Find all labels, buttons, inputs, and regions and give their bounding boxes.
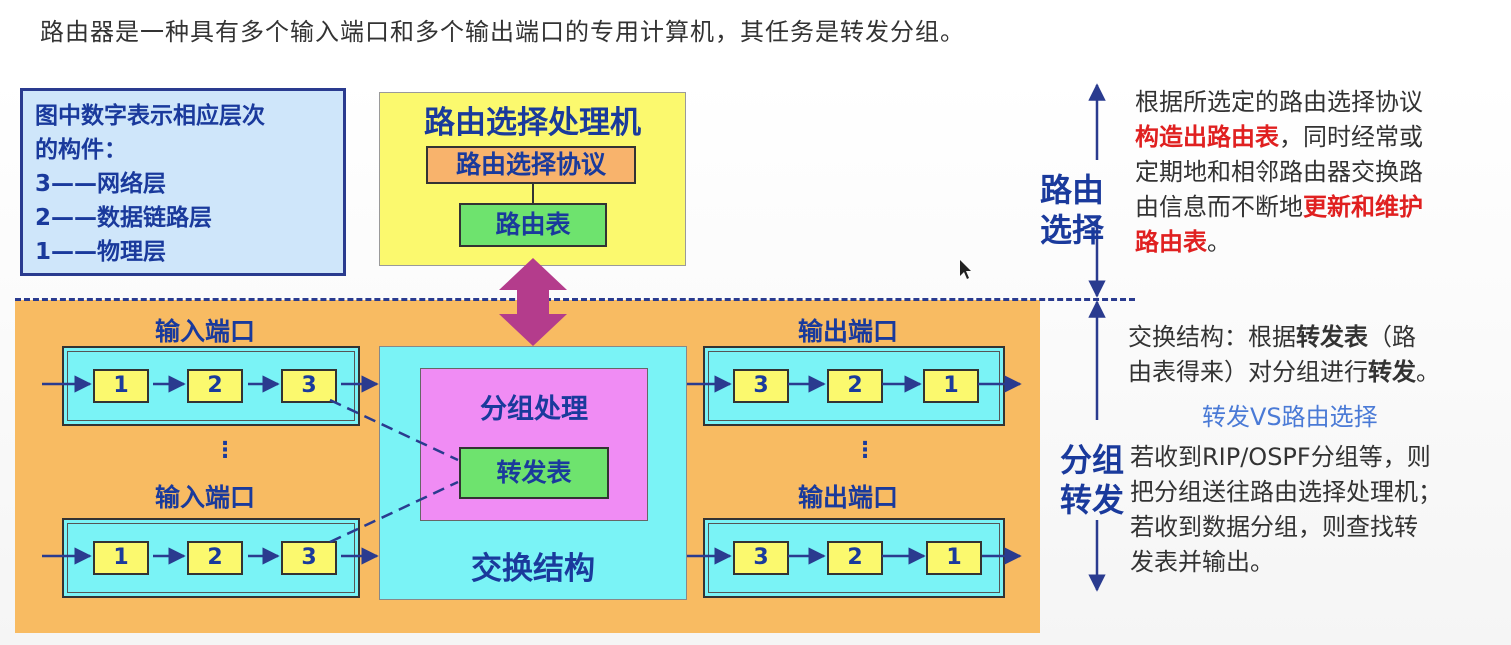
layer-box: 2 (187, 369, 243, 403)
desc-line: 定期地和相邻路由器交换路 (1135, 158, 1423, 186)
desc-text: 由信息而不断地 (1135, 193, 1303, 221)
connector-line (532, 184, 534, 203)
desc-line: 构造出路由表，同时经常或 (1135, 120, 1505, 155)
desc-text: ，同时经常或 (1279, 123, 1423, 151)
desc-line: 由表得来）对分组进行转发。 (1128, 355, 1506, 390)
plane-divider (15, 298, 1135, 301)
desc-line: 由信息而不断地更新和维护 (1135, 190, 1505, 225)
layer-box: 2 (187, 541, 243, 575)
legend-item: 3——网络层 (35, 171, 167, 197)
lookup-dashes (329, 398, 459, 544)
forwarding-label: 分组 转发 (1052, 440, 1132, 520)
layer-box: 1 (923, 369, 979, 403)
flow-arrows (42, 375, 1022, 565)
desc-line: 发表并输出。 (1130, 548, 1274, 576)
desc-text: 。 (1416, 358, 1440, 386)
desc-line: 若收到RIP/OSPF分组等，则 (1130, 443, 1431, 471)
bold-text: 转发表 (1296, 323, 1368, 351)
desc-text: （路 (1368, 323, 1416, 351)
routing-table-box: 路由表 (459, 203, 607, 247)
input-port-label: 输入端口 (155, 483, 256, 512)
layer-box: 1 (926, 541, 982, 575)
forwarding-description: 交换结构：根据转发表（路 由表得来）对分组进行转发。 (1128, 320, 1506, 390)
switch-fabric-label: 交换结构 (471, 551, 595, 587)
legend-line: 的构件： (35, 137, 127, 163)
desc-line: 把分组送往路由选择处理机； (1130, 478, 1442, 506)
layer-box: 3 (281, 369, 337, 403)
layer-box: 2 (827, 369, 883, 403)
routing-label: 路由 选择 (1032, 170, 1112, 250)
layer-box: 1 (93, 369, 149, 403)
packet-handling-description: 若收到RIP/OSPF分组等，则 把分组送往路由选择处理机； 若收到数据分组，则… (1130, 440, 1508, 580)
packet-processing-title: 分组处理 (480, 394, 588, 425)
vs-heading: 转发VS路由选择 (1202, 403, 1378, 431)
legend-line: 图中数字表示相应层次 (35, 103, 265, 129)
switch-fabric: 分组处理 转发表 交换结构 (379, 346, 687, 600)
routing-label-line: 路由 (1039, 171, 1104, 209)
forwarding-label-line: 分组 (1059, 441, 1124, 479)
highlight-text: 更新和维护 (1303, 193, 1423, 221)
layer-box: 1 (93, 541, 149, 575)
desc-line: 若收到数据分组，则查找转 (1130, 513, 1418, 541)
input-port-top: 1 2 3 (62, 346, 360, 426)
input-port-label: 输入端口 (155, 317, 256, 346)
layer-box: 2 (827, 541, 883, 575)
desc-line: 路由表。 (1135, 225, 1505, 260)
cursor-icon (960, 260, 971, 279)
desc-text: 由表得来）对分组进行 (1128, 358, 1368, 386)
routing-description: 根据所选定的路由选择协议 构造出路由表，同时经常或 定期地和相邻路由器交换路 由… (1135, 85, 1505, 260)
highlight-text: 构造出路由表 (1135, 123, 1279, 151)
output-port-top: 3 2 1 (703, 346, 1005, 426)
packet-processing-box: 分组处理 转发表 (420, 368, 648, 521)
routing-protocol-box: 路由选择协议 (426, 146, 636, 184)
layer-box: 3 (733, 541, 789, 575)
forwarding-label-line: 转发 (1059, 481, 1124, 519)
bold-text: 转发 (1368, 358, 1416, 386)
forwarding-table-box: 转发表 (459, 447, 609, 499)
desc-text: 。 (1207, 228, 1231, 256)
legend-item: 2——数据链路层 (35, 205, 213, 231)
routing-processor-title: 路由选择处理机 (424, 105, 641, 141)
output-port-label: 输出端口 (798, 483, 899, 512)
legend-box: 图中数字表示相应层次 的构件： 3——网络层 2——数据链路层 1——物理层 (20, 88, 346, 276)
headline: 路由器是一种具有多个输入端口和多个输出端口的专用计算机，其任务是转发分组。 (40, 18, 965, 46)
highlight-text: 路由表 (1135, 228, 1207, 256)
output-port-label: 输出端口 (798, 317, 899, 346)
layer-box: 3 (281, 541, 337, 575)
routing-processor: 路由选择处理机 路由选择协议 路由表 (379, 92, 686, 266)
double-arrow (499, 258, 567, 346)
desc-line: 根据所选定的路由选择协议 (1135, 88, 1423, 116)
legend-item: 1——物理层 (35, 239, 167, 265)
routing-label-line: 选择 (1039, 211, 1104, 249)
input-port-bottom: 1 2 3 (62, 518, 360, 598)
layer-box: 3 (733, 369, 789, 403)
output-port-bottom: 3 2 1 (703, 518, 1005, 598)
desc-line: 交换结构：根据转发表（路 (1128, 320, 1506, 355)
desc-text: 交换结构：根据 (1128, 323, 1296, 351)
